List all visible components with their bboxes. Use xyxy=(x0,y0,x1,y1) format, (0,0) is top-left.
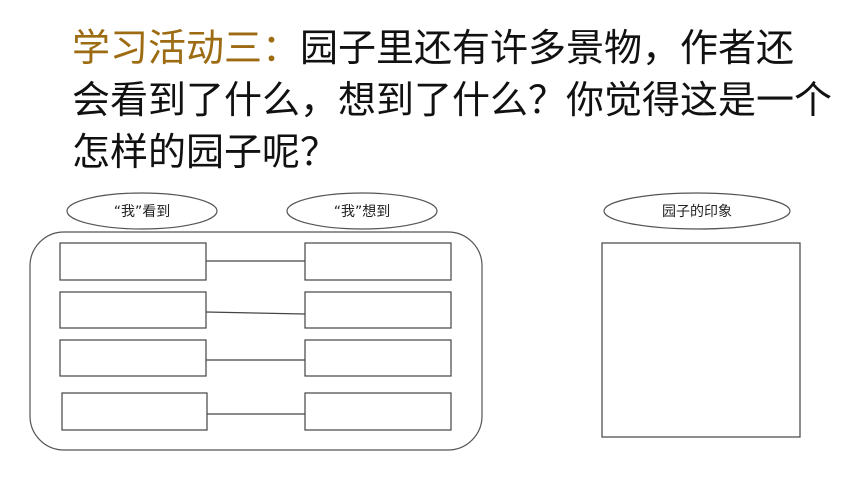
oval-impression xyxy=(603,192,791,230)
connector-2 xyxy=(205,311,306,315)
see-box-2[interactable] xyxy=(59,291,207,329)
oval-impression-label: 园子的印象 xyxy=(662,204,732,220)
think-box-2[interactable] xyxy=(304,291,452,329)
see-box-3[interactable] xyxy=(59,339,207,377)
activity-label: 学习活动三： xyxy=(72,26,301,70)
oval-i-see xyxy=(66,192,218,230)
oval-i-see-label: “我”看到 xyxy=(114,204,171,220)
see-box-1[interactable] xyxy=(59,242,207,281)
pairs-container xyxy=(29,231,483,451)
oval-i-think-label: “我”想到 xyxy=(334,204,391,220)
think-box-4[interactable] xyxy=(304,392,452,431)
activity-question: 园子里还有许多景物，作者还会看到了什么，想到了什么？你觉得这是一个怎样的园子呢？ xyxy=(72,26,833,174)
oval-i-think xyxy=(286,192,438,230)
think-box-3[interactable] xyxy=(304,339,452,377)
think-box-1[interactable] xyxy=(304,242,452,281)
impression-box[interactable] xyxy=(601,242,801,438)
see-box-4[interactable] xyxy=(61,392,208,431)
activity-heading: 学习活动三：园子里还有许多景物，作者还会看到了什么，想到了什么？你觉得这是一个怎… xyxy=(72,22,832,178)
